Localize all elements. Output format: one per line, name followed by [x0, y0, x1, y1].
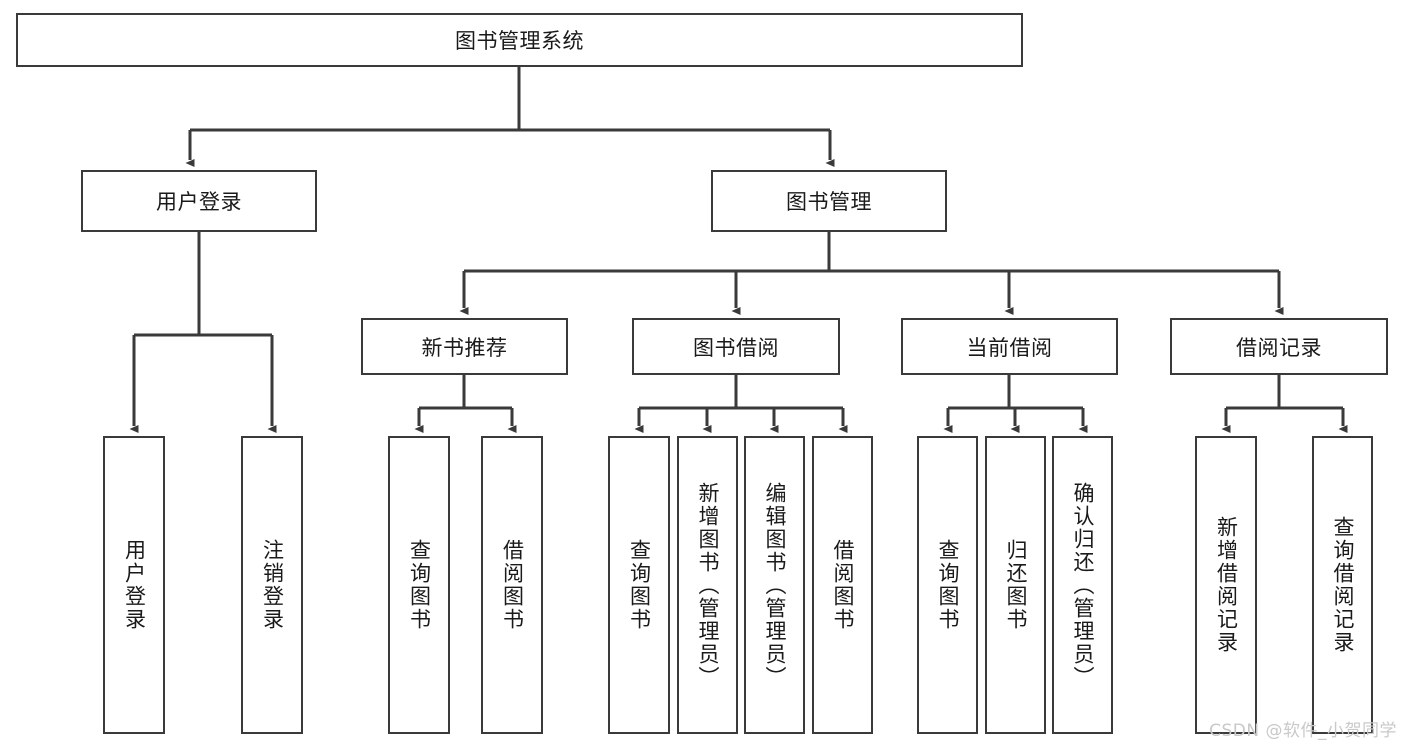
node-current-borrow-label: 当前借阅: [966, 335, 1053, 360]
borrow-record-to-leaves-connector: [1221, 375, 1348, 433]
user-login-to-leaves-connector: [129, 232, 277, 433]
node-leaf-query-borrow-record-label: 查询借阅记录: [1331, 516, 1355, 654]
node-leaf-borrow-book-recommend-label: 借阅图书: [500, 539, 525, 631]
node-borrow-record[interactable]: 借阅记录: [1170, 318, 1388, 375]
node-user-login-label: 用户登录: [156, 190, 242, 214]
node-new-book-recommend[interactable]: 新书推荐: [361, 318, 568, 375]
node-leaf-edit-book-admin-label: 编辑图书（管理员）: [763, 481, 787, 689]
current-borrow-to-leaves-connector: [943, 375, 1088, 433]
node-leaf-return-book[interactable]: 归还图书: [985, 436, 1046, 734]
node-leaf-borrow-book[interactable]: 借阅图书: [812, 436, 873, 734]
node-leaf-logout-label: 注销登录: [260, 539, 285, 631]
node-leaf-confirm-return-admin[interactable]: 确认归还（管理员）: [1052, 436, 1113, 734]
node-current-borrow[interactable]: 当前借阅: [901, 318, 1118, 375]
node-book-borrow-label: 图书借阅: [693, 335, 779, 360]
node-root-label: 图书管理系统: [455, 29, 584, 53]
node-leaf-add-borrow-record-label: 新增借阅记录: [1214, 516, 1239, 654]
node-leaf-add-book-admin[interactable]: 新增图书（管理员）: [677, 436, 738, 734]
node-leaf-borrow-book-label: 借阅图书: [831, 539, 855, 631]
node-root[interactable]: 图书管理系统: [16, 13, 1023, 67]
node-leaf-confirm-return-admin-label: 确认归还（管理员）: [1071, 481, 1095, 689]
node-leaf-user-login[interactable]: 用户登录: [103, 436, 165, 734]
node-leaf-query-book-borrow-label: 查询图书: [627, 539, 652, 631]
node-leaf-add-book-admin-label: 新增图书（管理员）: [696, 481, 720, 689]
node-leaf-borrow-book-recommend[interactable]: 借阅图书: [481, 436, 543, 734]
node-leaf-query-book-current-label: 查询图书: [936, 539, 960, 631]
node-book-borrow[interactable]: 图书借阅: [632, 318, 840, 375]
node-leaf-query-book-recommend-label: 查询图书: [407, 539, 432, 631]
book-borrow-to-leaves-connector: [634, 375, 848, 433]
new-book-recommend-to-leaves-connector: [414, 375, 517, 433]
book-management-to-level3-connector: [459, 232, 1284, 315]
node-leaf-query-book-borrow[interactable]: 查询图书: [608, 436, 670, 734]
node-book-management-label: 图书管理: [786, 190, 872, 214]
node-leaf-query-book-current[interactable]: 查询图书: [917, 436, 978, 734]
node-book-management[interactable]: 图书管理: [711, 170, 947, 232]
node-leaf-add-borrow-record[interactable]: 新增借阅记录: [1195, 436, 1257, 734]
node-leaf-query-book-recommend[interactable]: 查询图书: [388, 436, 450, 734]
node-leaf-query-borrow-record[interactable]: 查询借阅记录: [1312, 436, 1373, 734]
node-borrow-record-label: 借阅记录: [1236, 335, 1322, 360]
node-leaf-edit-book-admin[interactable]: 编辑图书（管理员）: [744, 436, 805, 734]
node-leaf-user-login-label: 用户登录: [122, 539, 147, 631]
node-leaf-logout[interactable]: 注销登录: [241, 436, 303, 734]
node-new-book-recommend-label: 新书推荐: [421, 335, 508, 360]
node-leaf-return-book-label: 归还图书: [1004, 539, 1028, 631]
csdn-watermark: CSDN @软件_小贺同学: [1209, 721, 1397, 741]
root-to-level2-connector: [185, 67, 835, 167]
node-user-login[interactable]: 用户登录: [81, 170, 317, 232]
